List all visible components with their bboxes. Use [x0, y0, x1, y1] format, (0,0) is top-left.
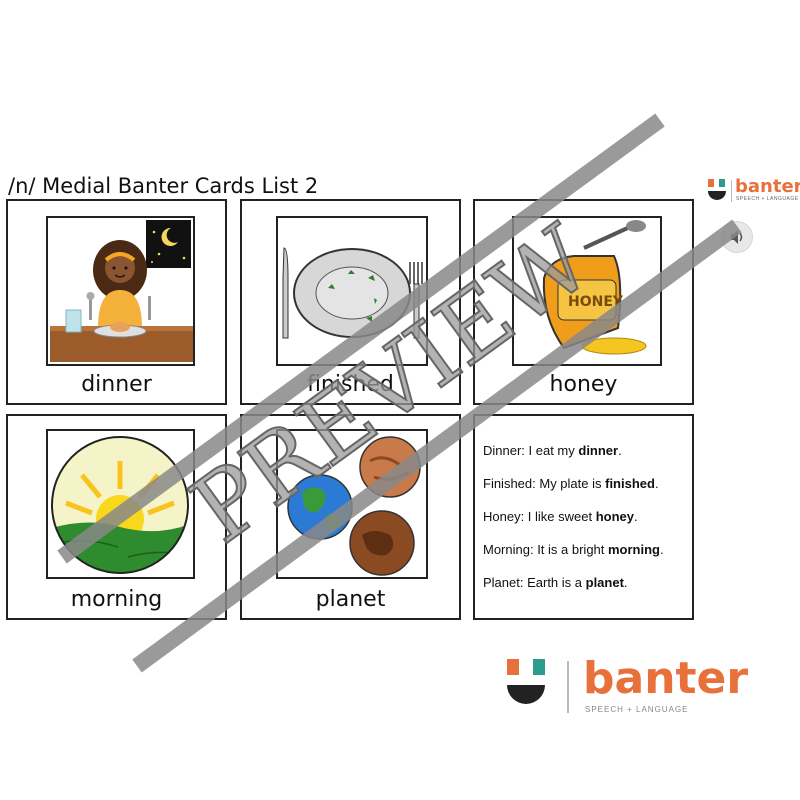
sentence-list: Dinner: I eat my dinner. Finished: My pl… — [483, 434, 664, 599]
brand-tagline: SPEECH + LANGUAGE — [736, 196, 799, 202]
sentence-item: Planet: Earth is a planet. — [483, 575, 628, 590]
card-planet[interactable]: planet — [240, 414, 461, 620]
card-word: honey — [549, 372, 618, 397]
page-title: /n/ Medial Banter Cards List 2 — [8, 174, 319, 198]
empty-plate-icon — [282, 247, 423, 339]
speaker-icon — [731, 230, 743, 244]
card-planet-picture — [276, 429, 428, 579]
banter-mark-icon — [708, 179, 726, 200]
card-finished[interactable]: finished — [240, 199, 461, 405]
sentence-item: Morning: It is a bright morning. — [483, 542, 664, 557]
card-finished-picture — [276, 216, 428, 366]
card-word: finished — [307, 372, 394, 397]
svg-text:HONEY: HONEY — [568, 294, 624, 310]
card-word: morning — [70, 587, 163, 612]
card-dinner[interactable]: dinner — [6, 199, 227, 405]
brand-name: banter — [735, 176, 800, 197]
card-honey-picture: HONEY — [512, 216, 662, 366]
planets-icon — [287, 436, 421, 576]
card-honey[interactable]: HONEY honey — [473, 199, 694, 405]
sentence-item: Honey: I like sweet honey. — [483, 509, 638, 524]
card-morning-picture — [46, 429, 195, 579]
honey-jar-icon: HONEY — [542, 220, 647, 355]
sentence-item: Finished: My plate is finished. — [483, 476, 659, 491]
sunrise-icon — [51, 436, 189, 574]
card-word: dinner — [81, 372, 152, 397]
sound-button[interactable] — [721, 221, 753, 253]
sentence-item: Dinner: I eat my dinner. — [483, 443, 622, 458]
girl-eating-dinner-icon — [50, 220, 193, 362]
banter-mark-icon — [507, 659, 545, 704]
banter-logo-small: banter SPEECH + LANGUAGE — [705, 176, 800, 206]
card-sentences: Dinner: I eat my dinner. Finished: My pl… — [473, 414, 694, 620]
card-morning[interactable]: morning — [6, 414, 227, 620]
brand-name: banter — [583, 653, 749, 704]
card-word: planet — [315, 587, 386, 612]
card-dinner-picture — [46, 216, 195, 366]
brand-tagline: SPEECH + LANGUAGE — [585, 705, 689, 714]
banter-logo-large: banter SPEECH + LANGUAGE — [505, 653, 748, 717]
